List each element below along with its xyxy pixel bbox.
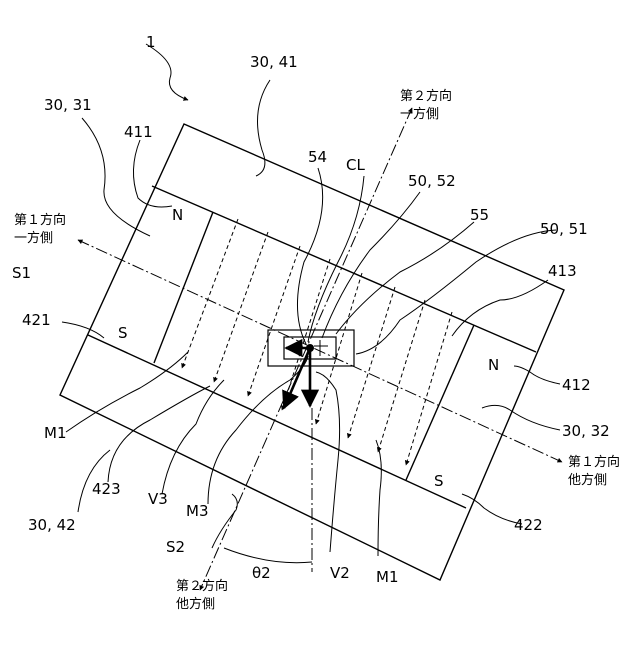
label-s1: S1 bbox=[12, 264, 31, 282]
label-423: 423 bbox=[92, 480, 121, 498]
pole-s-bottom: S bbox=[434, 472, 444, 490]
label-50-51: 50, 51 bbox=[540, 220, 588, 238]
label-magnet-31: 30, 31 bbox=[44, 96, 92, 114]
label-m1-left: M1 bbox=[44, 424, 67, 442]
pole-n-top: N bbox=[172, 206, 183, 224]
label-cl: CL bbox=[346, 156, 365, 174]
dir1-other-line1: 第１方向 bbox=[568, 454, 620, 470]
label-50-52: 50, 52 bbox=[408, 172, 456, 190]
label-54: 54 bbox=[308, 148, 327, 166]
label-m3: M3 bbox=[186, 502, 209, 520]
label-magnet-32: 30, 32 bbox=[562, 422, 610, 440]
leader-lines bbox=[62, 44, 560, 556]
label-s2: S2 bbox=[166, 538, 185, 556]
label-v3: V3 bbox=[148, 490, 168, 508]
dir1-other-line2: 他方側 bbox=[568, 472, 607, 488]
label-magnet-42: 30, 42 bbox=[28, 516, 76, 534]
magnet-42-boundary bbox=[88, 335, 466, 508]
magnet-32-boundary bbox=[406, 325, 474, 480]
label-fig-ref: 1 bbox=[146, 33, 156, 51]
dir2-one-line2: 一方側 bbox=[400, 106, 439, 122]
label-413: 413 bbox=[548, 262, 577, 280]
label-422: 422 bbox=[514, 516, 543, 534]
field-lines bbox=[182, 219, 452, 465]
dir2-one-line1: 第２方向 bbox=[400, 88, 452, 104]
label-411: 411 bbox=[124, 123, 153, 141]
label-412: 412 bbox=[562, 376, 591, 394]
label-v2: V2 bbox=[330, 564, 350, 582]
label-magnet-41: 30, 41 bbox=[250, 53, 298, 71]
label-theta2: θ2 bbox=[252, 564, 271, 582]
dir1-one-line2: 一方側 bbox=[14, 230, 53, 246]
label-421: 421 bbox=[22, 311, 51, 329]
dir2-other-line1: 第２方向 bbox=[176, 578, 228, 594]
theta2-arc bbox=[224, 548, 312, 563]
dir2-other-line2: 他方側 bbox=[176, 596, 215, 612]
dir1-one-line1: 第１方向 bbox=[14, 212, 66, 228]
label-55: 55 bbox=[470, 206, 489, 224]
vector-v3 bbox=[284, 348, 310, 408]
label-m1-right: M1 bbox=[376, 568, 399, 586]
magnet-31-boundary bbox=[154, 212, 213, 363]
pole-n-right: N bbox=[488, 356, 499, 374]
pole-s-left: S bbox=[118, 324, 128, 342]
